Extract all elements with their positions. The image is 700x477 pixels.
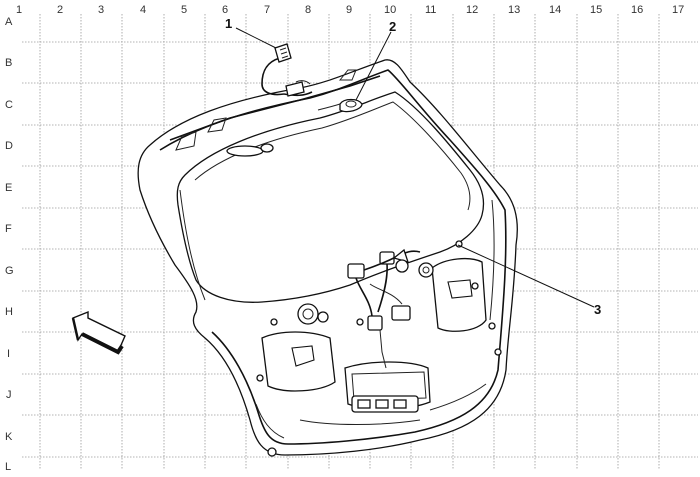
column-label: 13 bbox=[508, 4, 520, 16]
row-label: A bbox=[5, 16, 13, 28]
rear-window-washer-nozzle bbox=[339, 98, 363, 113]
row-label: J bbox=[6, 389, 12, 401]
column-label: 2 bbox=[57, 4, 63, 16]
column-label: 16 bbox=[631, 4, 643, 16]
row-labels: A B C D E F G H I J K L bbox=[5, 16, 14, 473]
callout-1: 1 bbox=[225, 16, 232, 31]
column-labels: 1 2 3 4 5 6 7 8 9 10 11 12 13 14 15 16 1… bbox=[16, 4, 684, 16]
row-label: L bbox=[5, 461, 11, 473]
row-label: C bbox=[5, 99, 13, 111]
column-label: 7 bbox=[264, 4, 270, 16]
row-label: G bbox=[5, 265, 14, 277]
view-direction-arrow-icon bbox=[71, 310, 126, 355]
column-label: 5 bbox=[181, 4, 187, 16]
electrical-connector-icon bbox=[274, 43, 292, 63]
column-label: 14 bbox=[549, 4, 561, 16]
column-label: 12 bbox=[466, 4, 478, 16]
callout-leaders bbox=[235, 27, 595, 308]
column-label: 9 bbox=[346, 4, 352, 16]
callout-2: 2 bbox=[389, 19, 396, 34]
column-label: 11 bbox=[425, 4, 436, 16]
row-label: F bbox=[5, 223, 12, 235]
wiring-harness-upper bbox=[261, 57, 363, 113]
row-label: I bbox=[7, 348, 10, 360]
column-label: 6 bbox=[222, 4, 228, 16]
column-label: 4 bbox=[140, 4, 146, 16]
column-label: 3 bbox=[98, 4, 104, 16]
liftgate-panel bbox=[137, 57, 518, 457]
column-label: 17 bbox=[672, 4, 684, 16]
column-label: 1 bbox=[16, 4, 22, 16]
callout-3: 3 bbox=[594, 302, 601, 317]
row-label: D bbox=[5, 140, 13, 152]
row-label: H bbox=[5, 306, 13, 318]
wiring-harness-center bbox=[347, 248, 421, 369]
row-label: E bbox=[5, 182, 12, 194]
row-label: K bbox=[5, 431, 13, 443]
column-label: 8 bbox=[305, 4, 311, 16]
column-label: 15 bbox=[590, 4, 602, 16]
column-label: 10 bbox=[384, 4, 396, 16]
row-label: B bbox=[5, 57, 12, 69]
